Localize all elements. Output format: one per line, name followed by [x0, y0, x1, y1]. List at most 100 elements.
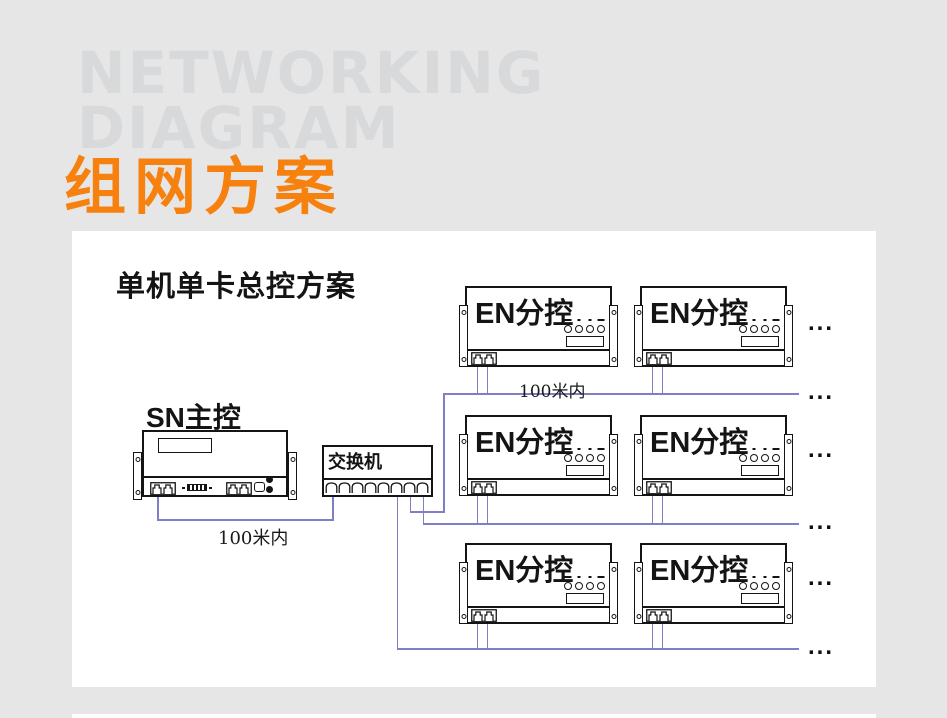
mount-ear-icon	[609, 305, 618, 367]
ethernet-dual-port-icon	[471, 481, 497, 494]
ellipsis-more: ...	[808, 508, 835, 535]
en-controller-device: EN分控	[459, 543, 618, 624]
en-controller-device: EN分控	[459, 286, 618, 367]
ethernet-dual-port-icon	[646, 609, 672, 622]
display-window	[741, 465, 779, 476]
wire-segment	[422, 495, 424, 524]
distance-label-2: 100米内	[519, 382, 586, 402]
watermark-line1: NETWORKING	[77, 39, 546, 107]
wire-segment	[651, 623, 653, 649]
wire-segment	[661, 623, 663, 649]
wire-segment	[476, 495, 478, 524]
wire-segment	[409, 511, 445, 513]
wire-segment	[157, 519, 334, 521]
display-window	[566, 465, 604, 476]
mount-ear-icon	[634, 434, 643, 496]
ellipsis-more: ...	[808, 436, 835, 463]
display-window	[741, 593, 779, 604]
led-indicators-icon	[564, 448, 605, 462]
led-indicators-icon	[739, 576, 780, 590]
watermark-line2: DIAGRAM	[77, 94, 401, 162]
lcd-display	[158, 438, 212, 453]
ethernet-dual-port-icon	[150, 482, 176, 495]
ellipsis-more: ...	[808, 633, 835, 660]
switch-device: 交换机	[322, 445, 433, 497]
mount-ear-icon	[609, 562, 618, 624]
wire-segment	[476, 366, 478, 394]
ellipsis-more: ...	[808, 378, 835, 405]
mount-ear-icon	[459, 562, 468, 624]
wire-segment	[157, 494, 159, 520]
switch-label: 交换机	[328, 452, 382, 472]
display-window	[741, 336, 779, 347]
panel-divider	[642, 478, 785, 480]
panel-divider	[642, 349, 785, 351]
panel-divider	[144, 476, 286, 478]
led-indicators-icon	[564, 576, 605, 590]
wire-segment	[443, 393, 445, 512]
distance-label-1: 100米内	[218, 528, 289, 549]
en-controller-label: EN分控	[475, 427, 574, 459]
button-icon	[266, 486, 273, 493]
panel-divider	[467, 349, 610, 351]
panel-divider	[467, 606, 610, 608]
en-controller-device: EN分控	[634, 415, 793, 496]
page-heading: 组网方案	[64, 153, 345, 222]
watermark: NETWORKING DIAGRAM	[77, 39, 546, 162]
en-controller-device: EN分控	[634, 543, 793, 624]
wire-segment	[486, 366, 488, 394]
en-controller-device: EN分控	[459, 415, 618, 496]
mount-ear-icon	[133, 452, 142, 500]
panel-divider	[467, 478, 610, 480]
wire-segment	[443, 393, 799, 395]
mount-ear-icon	[288, 452, 297, 500]
mount-ear-icon	[634, 562, 643, 624]
diagram-title: 单机单卡总控方案	[116, 271, 357, 303]
wire-segment	[476, 623, 478, 649]
ethernet-dual-port-icon	[646, 352, 672, 365]
en-controller-device: EN分控	[634, 286, 793, 367]
panel-divider	[642, 606, 785, 608]
wire-segment	[332, 495, 334, 520]
mount-ear-icon	[634, 305, 643, 367]
mount-ear-icon	[784, 562, 793, 624]
mount-ear-icon	[609, 434, 618, 496]
en-controller-label: EN分控	[475, 298, 574, 330]
ethernet-dual-port-icon	[226, 482, 252, 495]
panel-divider	[324, 478, 431, 480]
led-indicators-icon	[564, 319, 605, 333]
en-controller-label: EN分控	[650, 298, 749, 330]
switch-ports-icon	[325, 482, 429, 493]
button-icon	[266, 476, 273, 483]
wire-segment	[486, 623, 488, 649]
wire-segment	[409, 495, 411, 512]
next-section-panel-edge	[72, 714, 876, 718]
en-controller-label: EN分控	[475, 555, 574, 587]
mount-ear-icon	[459, 305, 468, 367]
wire-segment	[486, 495, 488, 524]
en-controller-label: EN分控	[650, 427, 749, 459]
display-window	[566, 593, 604, 604]
mount-ear-icon	[784, 434, 793, 496]
mount-ear-icon	[459, 434, 468, 496]
sn-master-label: SN主控	[146, 402, 241, 433]
wire-segment	[651, 366, 653, 394]
ethernet-dual-port-icon	[646, 481, 672, 494]
ethernet-dual-port-icon	[471, 352, 497, 365]
wire-segment	[661, 366, 663, 394]
wire-segment	[396, 495, 398, 648]
aux-port-icon	[254, 482, 265, 492]
led-indicators-icon	[739, 319, 780, 333]
wire-segment	[422, 523, 799, 525]
dip-connector-icon	[182, 484, 212, 491]
wire-segment	[661, 495, 663, 524]
sn-master-device	[142, 430, 288, 497]
ethernet-dual-port-icon	[471, 609, 497, 622]
wire-segment	[396, 648, 799, 650]
en-controller-label: EN分控	[650, 555, 749, 587]
display-window	[566, 336, 604, 347]
led-indicators-icon	[739, 448, 780, 462]
ellipsis-more: ...	[808, 309, 835, 336]
mount-ear-icon	[784, 305, 793, 367]
